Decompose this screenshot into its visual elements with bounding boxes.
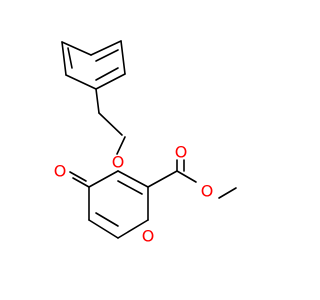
ester-group [147,159,237,199]
methoxy-bond [218,187,237,199]
ether-oxygen-label: O [112,153,125,172]
molecule-structure-diagram: O O O O O [54,40,237,246]
pyranone-ring [88,170,149,239]
carbonyl-double-bond [72,177,90,188]
benzene-double-bond [95,49,119,62]
benzene-ring [61,40,126,90]
ether-bond [116,136,126,155]
ring-bond [88,219,119,239]
benzene-double-bond [95,67,119,81]
benzylic-bond [98,112,123,136]
ring-double-bond [117,180,143,195]
benzene-bond [120,40,126,75]
ester-bond [147,170,178,188]
carbonyl-group [69,171,90,188]
ring-bond [88,170,119,188]
benzene-bond [61,41,92,56]
benzylic-bond [95,88,100,114]
benzene-bond [90,40,122,56]
carbonyl-double-bond [69,171,87,182]
ester-bond [176,170,197,183]
ring-oxygen-label: O [142,227,155,246]
carbonyl-oxygen-label: O [175,143,188,162]
ring-bond [117,219,149,239]
ketone-oxygen-label: O [54,162,67,181]
ring-bond [117,170,149,188]
benzene-bond [61,41,67,76]
ester-oxygen-label: O [201,182,214,201]
benzene-bond [95,73,126,90]
benzene-double-bond [67,47,73,69]
ring-double-bond [95,212,119,227]
benzyloxy-linker [95,88,126,155]
benzene-bond [65,74,97,90]
